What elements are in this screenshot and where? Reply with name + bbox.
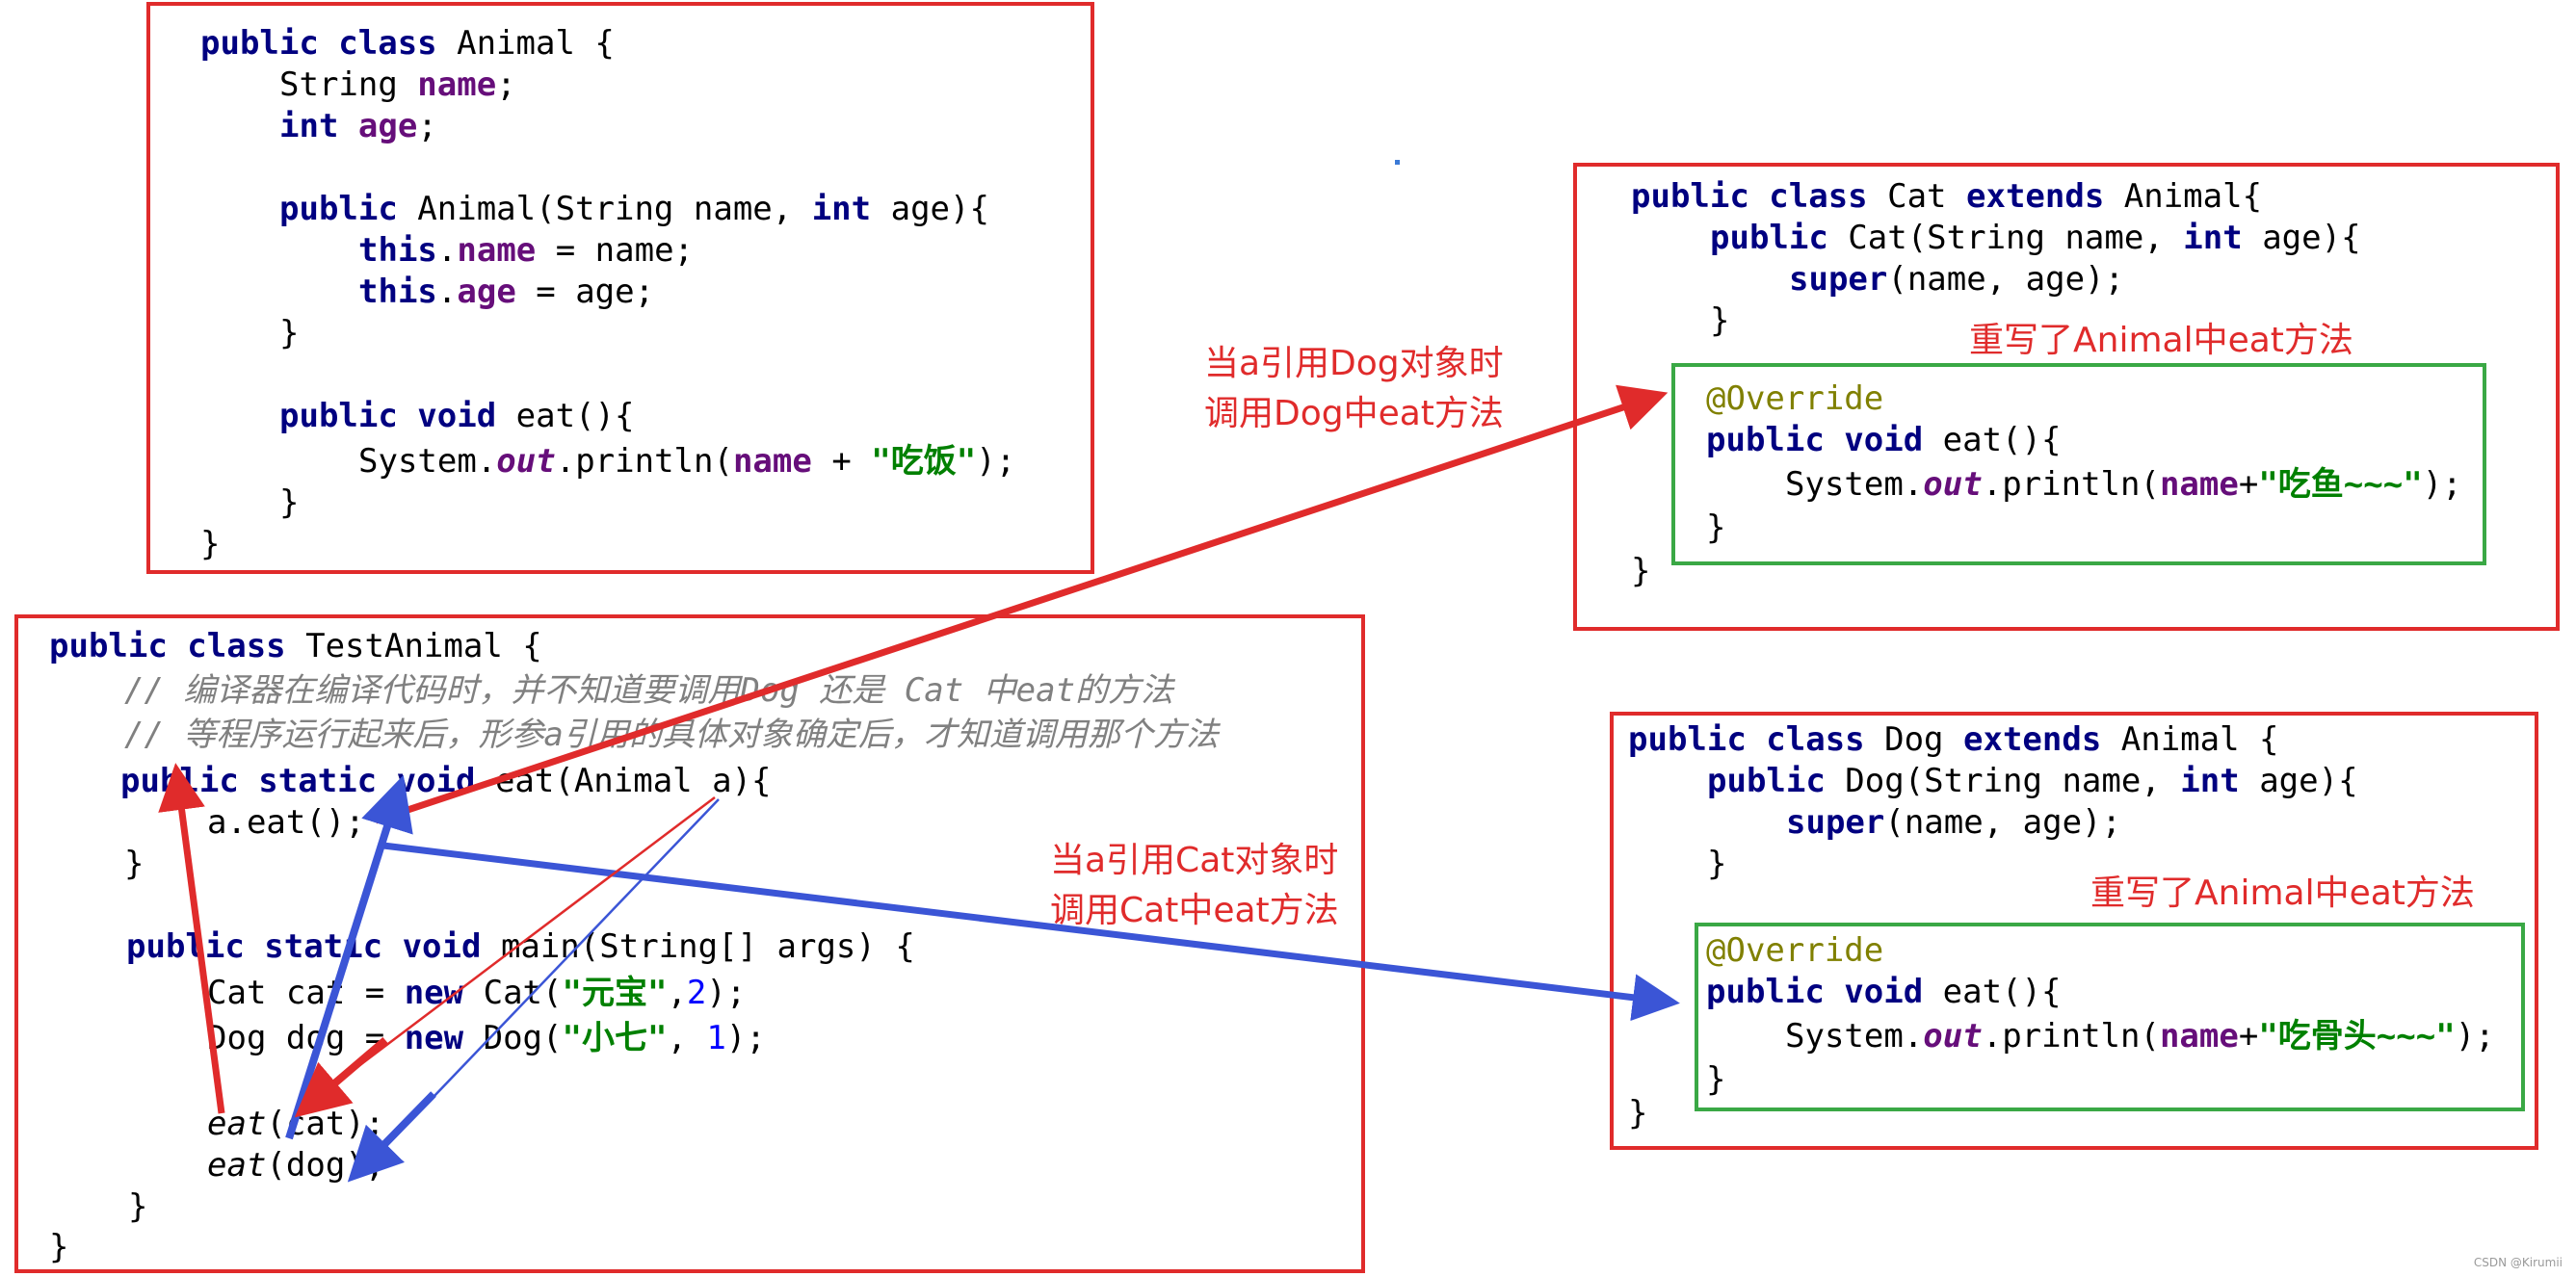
code-line: public Cat(String name, int age){ [1710, 219, 2361, 257]
watermark-text: CSDN @Kirumii [2473, 1256, 2563, 1269]
dog-call-label: 当a引用Dog对象时 [1204, 344, 1504, 383]
code-line: } [1706, 508, 1726, 547]
override-annotation: @Override [1706, 931, 1884, 970]
dog-class-box: public class Dog extends Animal { public… [1610, 712, 2538, 1150]
code-line: } [1631, 552, 1651, 590]
code-line: System.out.println(name+"吃鱼~~~"); [1785, 465, 2462, 504]
code-line: } [279, 314, 300, 352]
code-line: public static void eat(Animal a){ [120, 762, 772, 800]
dot-mark [1395, 160, 1400, 165]
code-line: } [279, 483, 300, 522]
code-line: this.name = name; [358, 231, 695, 270]
testanimal-class-box: public class TestAnimal { // 编译器在编译代码时，并… [14, 614, 1365, 1273]
code-line: eat(dog); [207, 1146, 385, 1185]
comment-line: // 编译器在编译代码时，并不知道要调用Dog 还是 Cat 中eat的方法 [124, 671, 1174, 710]
code-line: System.out.println(name + "吃饭"); [358, 442, 1016, 481]
cat-class-box: public class Cat extends Animal{ public … [1573, 163, 2560, 631]
code-line: String name; [279, 65, 516, 104]
code-line: } [1706, 1060, 1726, 1099]
animal-class-box: public class Animal { String name; int a… [146, 2, 1094, 574]
override-annotation: @Override [1706, 379, 1884, 418]
code-line: super(name, age); [1786, 803, 2121, 842]
code-line: } [1710, 301, 1730, 340]
code-line: Cat cat = new Cat("元宝",2); [207, 974, 747, 1012]
code-line: Dog dog = new Dog("小七", 1); [207, 1019, 766, 1057]
code-line: } [200, 525, 221, 563]
code-line: this.age = age; [358, 273, 655, 311]
code-line: public class Dog extends Animal { [1628, 720, 2279, 759]
cat-call-label: 调用Cat中eat方法 [1050, 891, 1339, 930]
code-line: super(name, age); [1789, 260, 2124, 299]
code-line: public void eat(){ [1706, 421, 2062, 459]
code-line: public void eat(){ [1706, 973, 2062, 1011]
cat-call-label: 当a引用Cat对象时 [1050, 841, 1339, 880]
cat-override-box: @Override public void eat(){ System.out.… [1671, 363, 2486, 565]
code-line: } [1707, 845, 1727, 883]
code-line: } [49, 1228, 69, 1266]
comment-line: // 等程序运行起来后，形参a引用的具体对象确定后，才知道调用那个方法 [124, 716, 1219, 754]
code-line: public class Cat extends Animal{ [1631, 177, 2263, 216]
code-line: } [124, 845, 145, 883]
dog-override-label: 重写了Animal中eat方法 [2090, 873, 2475, 913]
code-line: System.out.println(name+"吃骨头~~~"); [1785, 1017, 2495, 1055]
code-line: } [1628, 1094, 1648, 1133]
code-line: public Animal(String name, int age){ [279, 190, 989, 228]
dog-call-label: 调用Dog中eat方法 [1204, 394, 1504, 433]
code-line: public static void main(String[] args) { [126, 927, 915, 966]
code-line: public class Animal { [200, 24, 615, 63]
code-line: int age; [279, 107, 437, 145]
code-line: public class TestAnimal { [49, 627, 542, 665]
cat-override-label: 重写了Animal中eat方法 [1969, 321, 2353, 360]
code-line: public Dog(String name, int age){ [1707, 762, 2358, 800]
code-line: eat(cat); [207, 1105, 385, 1143]
code-line: a.eat(); [207, 803, 365, 842]
code-line: } [128, 1187, 148, 1226]
dog-override-box: @Override public void eat(){ System.out.… [1695, 923, 2525, 1111]
code-line: public void eat(){ [279, 397, 635, 435]
